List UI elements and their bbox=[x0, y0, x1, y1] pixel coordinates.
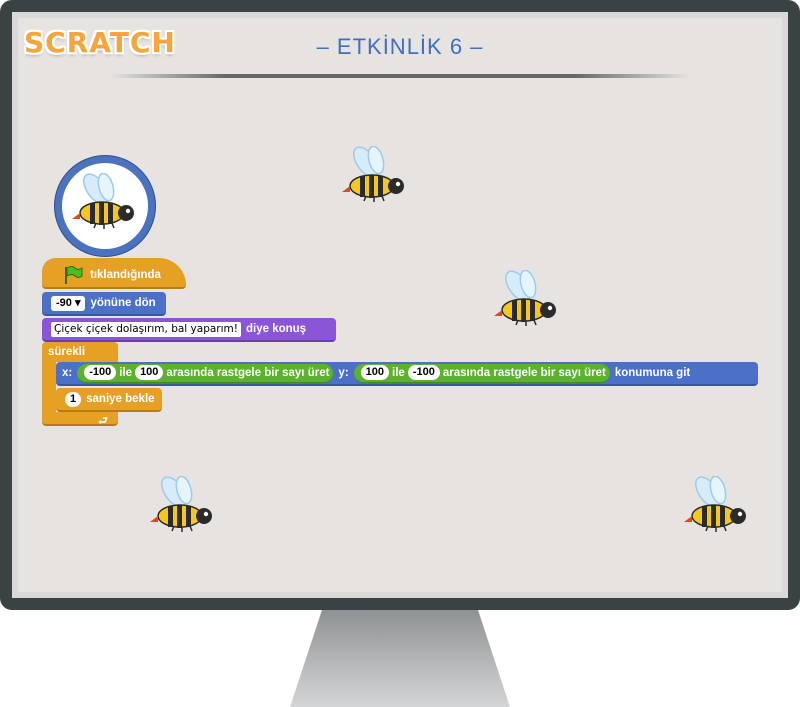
bee-icon[interactable] bbox=[680, 476, 750, 538]
say-block[interactable]: Çiçek çiçek dolaşırım, bal yaparım! diye… bbox=[42, 318, 336, 342]
wait-seconds-input[interactable]: 1 bbox=[65, 391, 82, 407]
random-operator-y[interactable]: 100 ile -100 arasında rastgele bir sayı … bbox=[353, 363, 610, 383]
monitor-stand bbox=[290, 610, 510, 707]
say-label: diye konuş bbox=[245, 323, 307, 335]
ile-label: ile bbox=[119, 366, 133, 379]
random-label: arasında rastgele bir sayı üret bbox=[166, 366, 330, 379]
goto-label: konumuna git bbox=[614, 367, 691, 379]
ile-label: ile bbox=[392, 366, 405, 379]
y-min-input[interactable]: 100 bbox=[360, 365, 390, 380]
monitor-frame bbox=[0, 0, 800, 610]
x-label: x: bbox=[62, 367, 73, 379]
y-label: y: bbox=[338, 367, 349, 379]
random-operator-x[interactable]: -100 ile 100 arasında rastgele bir sayı … bbox=[77, 363, 334, 383]
x-max-input[interactable]: 100 bbox=[135, 365, 164, 380]
sprite-thumbnail[interactable] bbox=[55, 156, 155, 256]
when-flag-clicked-block[interactable]: tıklandığında bbox=[42, 258, 186, 289]
loop-arrow-icon: ⮐ bbox=[98, 415, 108, 427]
y-max-input[interactable]: -100 bbox=[407, 365, 440, 380]
point-label: yönüne dön bbox=[90, 297, 156, 309]
random-label: arasında rastgele bir sayı üret bbox=[442, 366, 606, 379]
forever-label: sürekli bbox=[48, 346, 86, 358]
hat-label: tıklandığında bbox=[90, 268, 161, 281]
green-flag-icon bbox=[65, 265, 83, 284]
wait-block[interactable]: 1 saniye bekle bbox=[56, 388, 162, 412]
say-text-input[interactable]: Çiçek çiçek dolaşırım, bal yaparım! bbox=[51, 321, 241, 337]
go-to-xy-block[interactable]: x: -100 ile 100 arasında rastgele bir sa… bbox=[56, 362, 758, 386]
point-direction-block[interactable]: -90 ▾ yönüne dön bbox=[42, 292, 166, 316]
title-divider bbox=[110, 74, 690, 78]
scratch-logo: SCRATCH bbox=[24, 26, 176, 59]
bee-icon[interactable] bbox=[490, 270, 560, 332]
direction-dropdown[interactable]: -90 ▾ bbox=[51, 295, 86, 311]
x-min-input[interactable]: -100 bbox=[84, 365, 117, 380]
bee-icon[interactable] bbox=[338, 146, 408, 208]
direction-value: -90 bbox=[56, 296, 72, 309]
bee-icon bbox=[71, 173, 135, 230]
page-title: – ETKİNLİK 6 – bbox=[316, 34, 484, 59]
wait-label: saniye bekle bbox=[86, 393, 155, 405]
bee-icon[interactable] bbox=[146, 476, 216, 538]
